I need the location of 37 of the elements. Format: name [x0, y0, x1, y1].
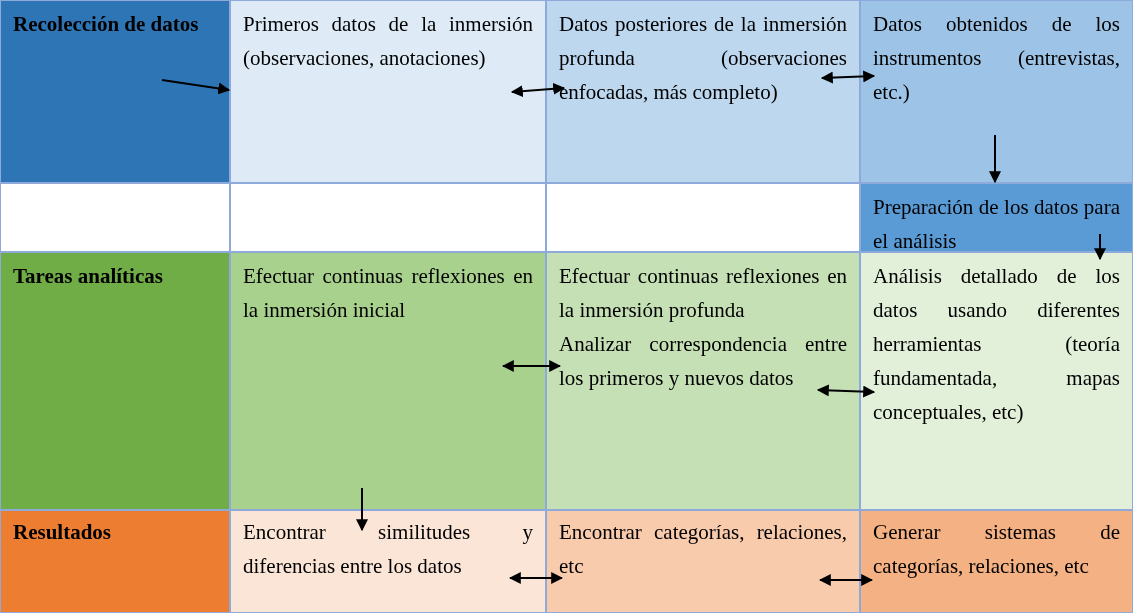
cell-text: Preparación de los datos para el análisis: [873, 194, 1120, 255]
cell-text: Generar sistemas de categorías, relaciones, etc: [873, 519, 1120, 580]
arrow: [816, 384, 876, 398]
cell-text: Análisis detallado de los datos usando diferentes herramientas (teoría fundamentada, mapas conceptuales, etc): [873, 263, 1120, 426]
arrow: [989, 134, 1001, 184]
row-header: [0, 510, 230, 613]
row-header: [0, 0, 230, 183]
arrow: [161, 79, 231, 95]
table-cell: [860, 183, 1133, 252]
row-title: Resultados: [13, 519, 113, 546]
table-cell: [230, 510, 546, 613]
table-cell: [860, 252, 1133, 510]
cell-text: Efectuar continuas reflexiones en la inmersión profunda: [559, 263, 847, 324]
table-cell: [546, 0, 860, 183]
table-cell: [230, 252, 546, 510]
table-cell: [860, 510, 1133, 613]
table-cell: [230, 0, 546, 183]
cell-text: Primeros datos de la inmersión (observaciones, anotaciones): [243, 11, 533, 72]
arrow: [1094, 233, 1106, 261]
arrow: [820, 70, 876, 84]
arrow: [501, 360, 562, 372]
arrow: [818, 574, 874, 586]
cell-text: Efectuar continuas reflexiones en la inmersión inicial: [243, 263, 533, 324]
cell-text: Analizar correspondencia entre los primeros y nuevos datos: [559, 331, 847, 392]
row-header: [0, 252, 230, 510]
row-title: Tareas analíticas: [13, 263, 164, 290]
table-cell: [546, 252, 860, 510]
cell-text: Datos posteriores de la inmersión profunda (observaciones enfocadas, más completo): [559, 11, 847, 106]
arrow: [508, 572, 564, 584]
table-cell: [860, 0, 1133, 183]
cell-text: Datos obtenidos de los instrumentos (entrevistas, etc.): [873, 11, 1120, 106]
cell-text: Encontrar categorías, relaciones, etc: [559, 519, 847, 580]
table-cell: [546, 510, 860, 613]
arrow: [510, 82, 566, 98]
cell-text: Encontrar similitudes y diferencias entre los datos: [243, 519, 533, 580]
row-title: Recolección de datos: [13, 11, 200, 38]
arrow: [356, 487, 368, 532]
